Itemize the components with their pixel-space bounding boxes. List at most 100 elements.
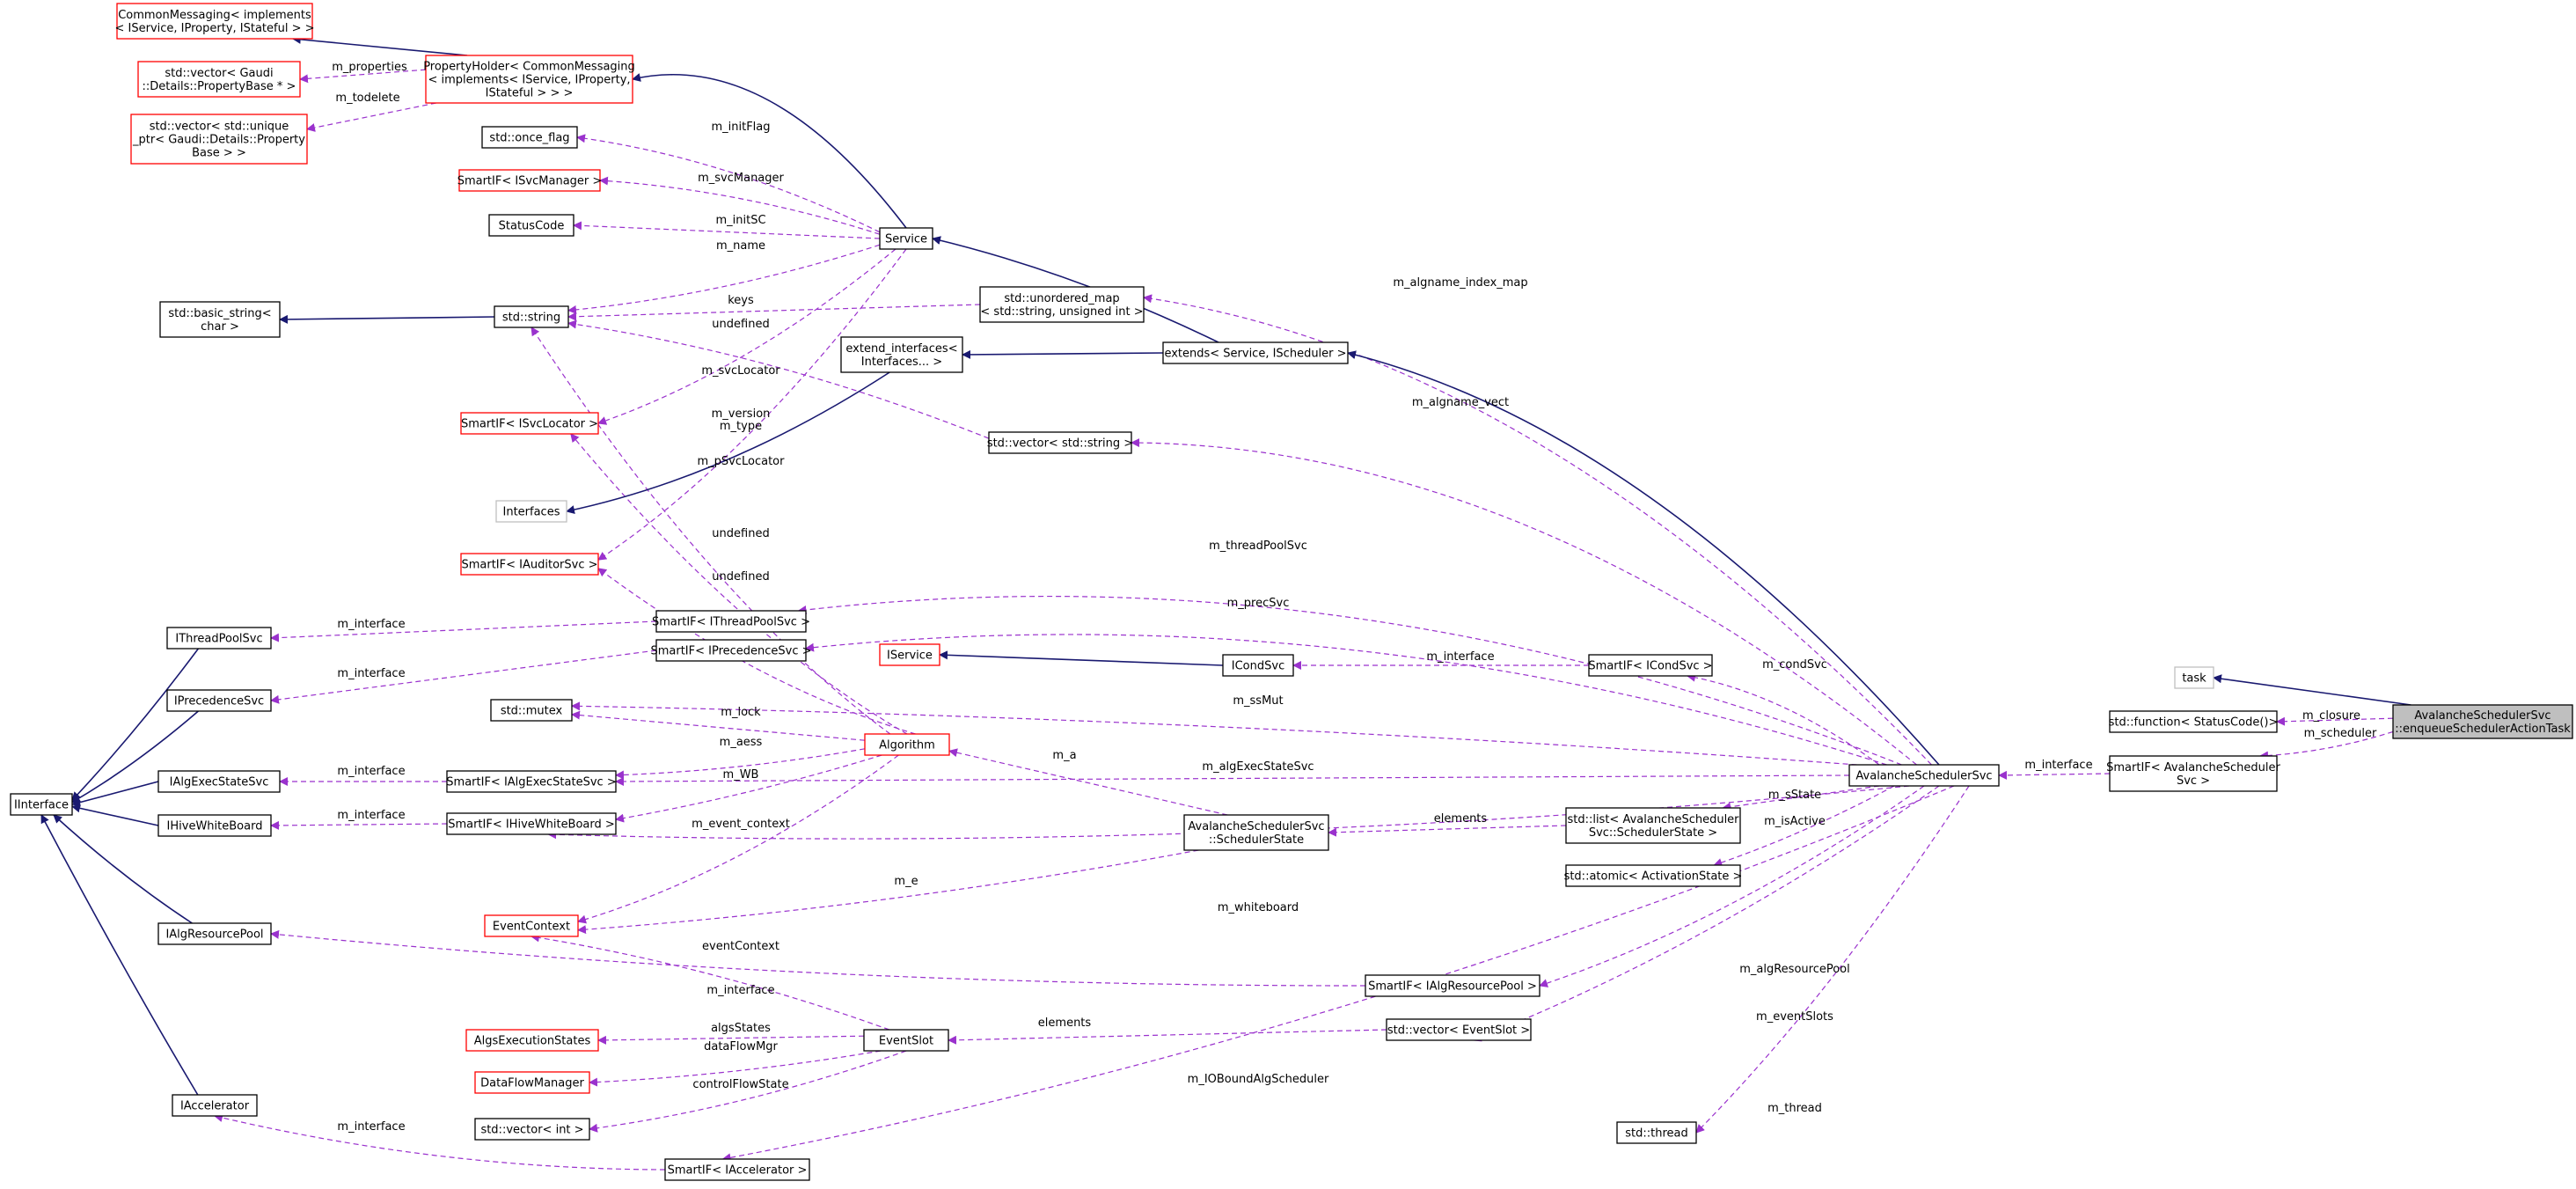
- edge-label-algsStates: algsStates: [711, 1022, 771, 1035]
- edge-label-m-lock: m_lock: [721, 706, 761, 719]
- node-status-code[interactable]: StatusCode: [488, 214, 574, 237]
- node-enqueue-task[interactable]: AvalancheSchedulerSvc::enqueueSchedulerA…: [2392, 704, 2573, 739]
- node-label: Interfaces: [503, 506, 560, 519]
- node-iservice[interactable]: IService: [879, 643, 940, 666]
- edge-label-m-threadPoolSvc: m_threadPoolSvc: [1209, 539, 1307, 553]
- node-std-function[interactable]: std::function< StatusCode()>: [2109, 710, 2279, 733]
- node-vector-property-base[interactable]: std::vector< Gaudi::Details::PropertyBas…: [137, 61, 301, 98]
- usage-edge-scheduler_state-to-event_context: [577, 849, 1199, 935]
- node-vector-string[interactable]: std::vector< std::string >: [987, 431, 1133, 454]
- node-icondsvc[interactable]: ICondSvc: [1222, 654, 1294, 677]
- node-iinterface[interactable]: IInterface: [10, 793, 73, 816]
- node-label: SmartIF< IHiveWhiteBoard >: [448, 818, 615, 832]
- node-label: IAccelerator: [180, 1100, 250, 1113]
- usage-edge-avalanche_svc-to-smartif_ialgresourcepool: [1539, 785, 1925, 987]
- usage-edge-service-to-smartif_isvcmanager: [599, 176, 881, 235]
- edge-label-m-thread: m_thread: [1767, 1102, 1822, 1115]
- node-box: [130, 114, 308, 165]
- inheritance-edge-property_holder-to-common_messaging: [291, 34, 468, 56]
- node-label: AvalancheSchedulerSvc: [1855, 770, 1992, 783]
- node-smartif-ialgexecstatesvc[interactable]: SmartIF< IAlgExecStateSvc >: [446, 770, 617, 793]
- node-basic-string[interactable]: std::basic_string<char >: [159, 301, 281, 338]
- node-std-thread[interactable]: std::thread: [1616, 1121, 1697, 1144]
- edge-labels-layer: m_propertiesm_todeletem_initFlagm_svcMan…: [332, 61, 2377, 1134]
- node-interfaces[interactable]: Interfaces: [495, 500, 567, 523]
- node-vector-event-slot[interactable]: std::vector< EventSlot >: [1386, 1018, 1532, 1041]
- usage-edge-smartif_ialgresourcepool-to-ialgresourcepool: [270, 929, 1366, 987]
- edge-label-m-name: m_name: [716, 239, 765, 253]
- usage-edge-smartif_avalanche-to-avalanche_svc: [1998, 770, 2111, 780]
- node-label: std::function< StatusCode()>: [2109, 716, 2279, 730]
- node-label: std::string: [502, 312, 560, 325]
- node-box: [488, 214, 574, 237]
- edge-label-m-IOBoundAlgScheduler: m_IOBoundAlgScheduler: [1188, 1073, 1329, 1086]
- node-algorithm[interactable]: Algorithm: [864, 733, 950, 756]
- node-once-flag[interactable]: std::once_flag: [481, 126, 578, 149]
- usage-edge-avalanche_svc-to-smartif_ialgexecstatesvc: [615, 774, 1850, 786]
- node-event-context[interactable]: EventContext: [484, 914, 579, 937]
- node-task[interactable]: task: [2174, 666, 2214, 689]
- node-smartif-ialgresourcepool[interactable]: SmartIF< IAlgResourcePool >: [1365, 974, 1540, 997]
- node-std-string[interactable]: std::string: [494, 305, 569, 328]
- inheritance-edge-ithreadpoolsvc-to-iinterface: [71, 648, 200, 801]
- node-service[interactable]: Service: [879, 227, 933, 250]
- node-smartif-iaccelerator[interactable]: SmartIF< IAccelerator >: [664, 1158, 810, 1181]
- node-ithreadpoolsvc[interactable]: IThreadPoolSvc: [166, 627, 272, 650]
- edge-label-m-whiteboard: m_whiteboard: [1218, 901, 1299, 914]
- node-smartif-iauditorsvc[interactable]: SmartIF< IAuditorSvc >: [460, 553, 599, 576]
- node-smartif-ihivewhiteboard[interactable]: SmartIF< IHiveWhiteBoard >: [446, 812, 617, 835]
- inheritance-edge-iprecedencesvc-to-iinterface: [71, 710, 199, 804]
- node-label: std::mutex: [501, 705, 563, 718]
- node-box: [879, 643, 940, 666]
- node-avalanche-svc[interactable]: AvalancheSchedulerSvc: [1848, 764, 2000, 787]
- edge-label-m-scheduler: m_scheduler: [2304, 727, 2377, 740]
- node-extend-interfaces[interactable]: extend_interfaces<Interfaces... >: [840, 336, 963, 373]
- node-ialgexecstatesvc[interactable]: IAlgExecStateSvc: [157, 770, 281, 793]
- node-property-holder[interactable]: PropertyHolder< CommonMessaging< impleme…: [423, 55, 635, 104]
- nodes-layer: CommonMessaging< implements< IService, I…: [10, 3, 2573, 1181]
- node-smartif-iprecedencesvc[interactable]: SmartIF< IPrecedenceSvc >: [650, 639, 812, 662]
- usage-edge-algorithm-to-std_mutex: [571, 710, 866, 741]
- node-extends-service[interactable]: extends< Service, IScheduler >: [1162, 341, 1349, 364]
- node-common-messaging[interactable]: CommonMessaging< implements< IService, I…: [115, 3, 315, 40]
- node-box: [172, 1094, 258, 1117]
- node-smartif-isvcmanager[interactable]: SmartIF< ISvcManager >: [457, 169, 603, 192]
- edges-layer: [40, 34, 2411, 1171]
- edge-label-m-algname-vect: m_algname_vect: [1412, 396, 1509, 409]
- node-iaccelerator[interactable]: IAccelerator: [172, 1094, 258, 1117]
- edge-label-m-precSvc: m_precSvc: [1227, 597, 1290, 610]
- node-vector-unique-ptr[interactable]: std::vector< std::unique_ptr< Gaudi::Det…: [130, 114, 308, 165]
- node-smartif-icondsvc[interactable]: SmartIF< ICondSvc >: [1588, 654, 1713, 677]
- node-box: [10, 793, 73, 816]
- node-box: [655, 639, 807, 662]
- node-smartif-isvclocator[interactable]: SmartIF< ISvcLocator >: [460, 412, 599, 435]
- usage-edge-avalanche_svc-to-vector_event_slot: [1472, 785, 1940, 1042]
- node-ihivewhiteboard[interactable]: IHiveWhiteBoard: [157, 814, 272, 837]
- node-box: [1588, 654, 1713, 677]
- edge-label-m-e: m_e: [894, 875, 918, 888]
- node-iprecedencesvc[interactable]: IPrecedenceSvc: [166, 689, 272, 712]
- edge-label-m-svcLocator: m_svcLocator: [701, 364, 780, 378]
- node-algs-execution-states[interactable]: AlgsExecutionStates: [465, 1029, 599, 1052]
- node-data-flow-manager[interactable]: DataFlowManager: [474, 1071, 590, 1094]
- node-box: [490, 699, 573, 722]
- usage-edge-service-to-smartif_isvclocator: [597, 248, 896, 425]
- node-atomic-activation[interactable]: std::atomic< ActivationState >: [1564, 864, 1743, 887]
- usage-edge-service-to-status_code: [573, 221, 881, 239]
- node-label: IThreadPoolSvc: [175, 633, 262, 646]
- node-unordered-map[interactable]: std::unordered_map< std::string, unsigne…: [979, 286, 1145, 323]
- edge-label-m-interface-resourcepool: m_interface: [706, 984, 774, 997]
- node-event-slot[interactable]: EventSlot: [863, 1029, 949, 1052]
- node-box: [460, 553, 599, 576]
- node-scheduler-state[interactable]: AvalancheSchedulerSvc::SchedulerState: [1183, 814, 1329, 851]
- node-smartif-ithreadpoolsvc[interactable]: SmartIF< IThreadPoolSvc >: [652, 610, 810, 633]
- node-box: [1848, 764, 2000, 787]
- node-vector-int[interactable]: std::vector< int >: [474, 1118, 590, 1141]
- node-label: SmartIF< IAlgResourcePool >: [1368, 980, 1537, 994]
- edge-label-elements-list: elements: [1434, 812, 1488, 826]
- node-ialgresourcepool[interactable]: IAlgResourcePool: [157, 922, 272, 945]
- node-std-mutex[interactable]: std::mutex: [490, 699, 573, 722]
